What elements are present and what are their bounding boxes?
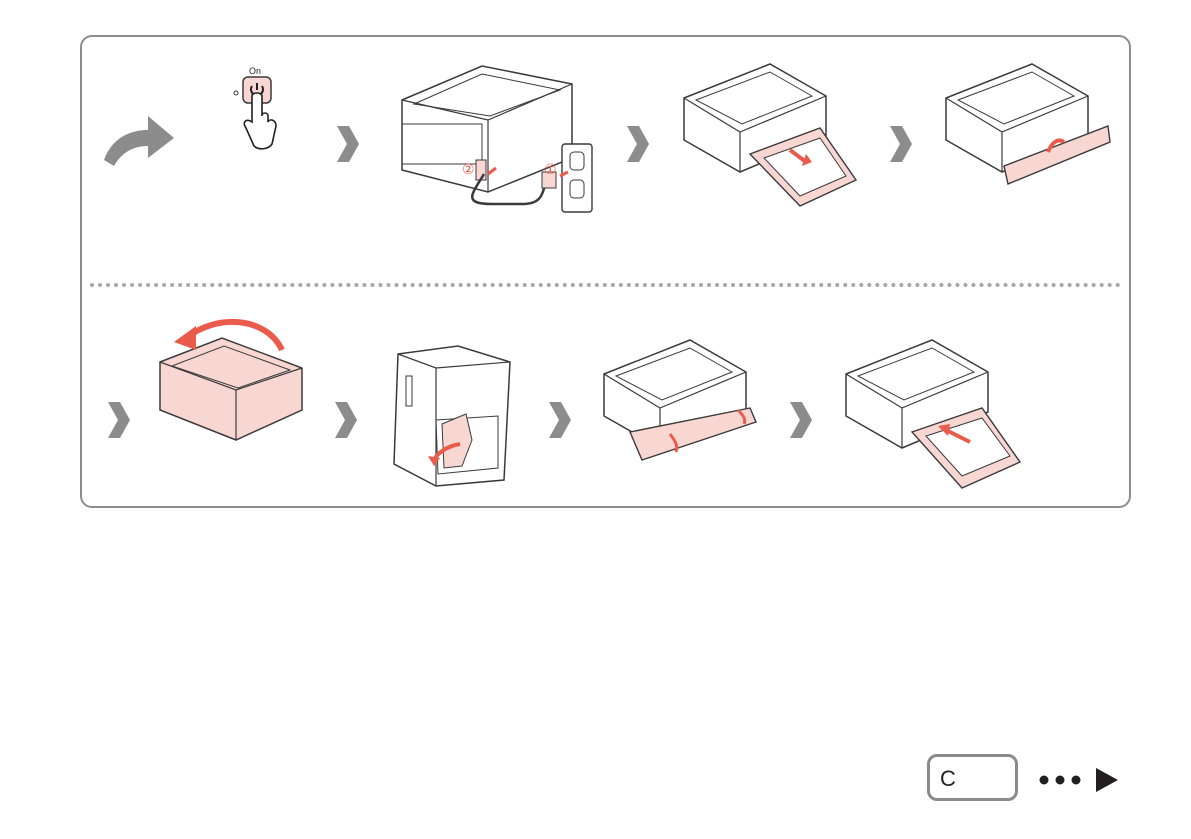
step-arrow-icon xyxy=(788,400,814,440)
step-arrow-icon xyxy=(333,400,359,440)
printer-remove-cassette-illustration xyxy=(680,62,862,214)
cord-step-1-label: ① xyxy=(544,161,557,177)
next-page-button[interactable] xyxy=(1036,766,1120,794)
printer-insert-cassette-illustration xyxy=(842,338,1026,494)
step-arrow-icon xyxy=(625,124,651,164)
return-arrow-icon xyxy=(100,108,180,168)
section-letter: C xyxy=(940,766,956,792)
step-arrow-icon xyxy=(335,124,361,164)
printer-open-cover-illustration xyxy=(942,62,1114,186)
printer-flip-illustration xyxy=(156,310,312,448)
power-button-icon: On xyxy=(228,66,288,156)
section-tab-button[interactable]: C xyxy=(927,754,1018,801)
printer-remove-paper-illustration xyxy=(388,340,524,490)
printer-close-cover-illustration xyxy=(600,338,764,462)
dots-arrow-right-icon xyxy=(1040,768,1119,792)
printer-power-cord-illustration: ② ① xyxy=(392,64,602,216)
step-arrow-icon xyxy=(547,400,573,440)
step-arrow-icon xyxy=(106,400,132,440)
row-divider xyxy=(90,283,1121,287)
cord-step-2-label: ② xyxy=(462,161,475,177)
step-arrow-icon xyxy=(888,124,914,164)
power-label: On xyxy=(249,66,261,76)
